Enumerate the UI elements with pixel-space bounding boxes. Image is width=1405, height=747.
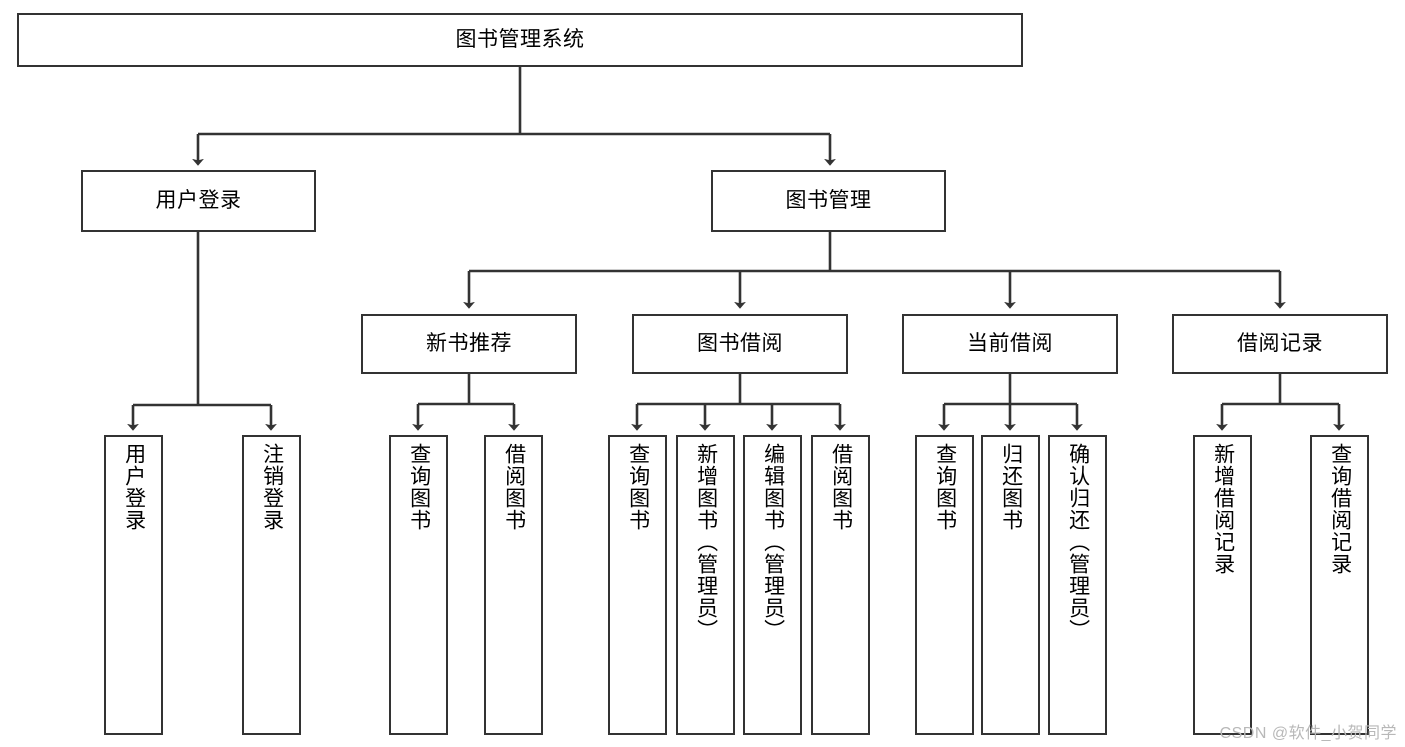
leaf-user-login-signout[interactable]: 注销登录 — [242, 435, 301, 735]
leaf-borrow-add-book-admin[interactable]: 新增图书（管理员） — [676, 435, 735, 735]
leaf-current-query-book[interactable]: 查询图书 — [915, 435, 974, 735]
leaf-new-book-borrow[interactable]: 借阅图书 — [484, 435, 543, 735]
node-user-login[interactable]: 用户登录 — [81, 170, 316, 232]
node-new-book-recommendation[interactable]: 新书推荐 — [361, 314, 577, 374]
node-label: 新书推荐 — [426, 332, 512, 356]
leaf-record-add-record[interactable]: 新增借阅记录 — [1193, 435, 1252, 735]
node-label: 图书借阅 — [697, 332, 783, 356]
node-label: 查询图书 — [933, 443, 957, 531]
leaf-current-return-book[interactable]: 归还图书 — [981, 435, 1040, 735]
node-label: 借阅图书 — [829, 443, 853, 531]
leaf-borrow-query-book[interactable]: 查询图书 — [608, 435, 667, 735]
node-book-management[interactable]: 图书管理 — [711, 170, 946, 232]
node-book-borrowing[interactable]: 图书借阅 — [632, 314, 848, 374]
node-root-library-management-system[interactable]: 图书管理系统 — [17, 13, 1023, 67]
node-label: 图书管理系统 — [455, 28, 585, 52]
node-label: 新增借阅记录 — [1211, 443, 1235, 575]
node-label: 用户登录 — [122, 443, 146, 531]
node-label: 查询图书 — [407, 443, 431, 531]
node-label: 借阅记录 — [1237, 332, 1323, 356]
leaf-current-confirm-return-admin[interactable]: 确认归还（管理员） — [1048, 435, 1107, 735]
node-label: 查询图书 — [626, 443, 650, 531]
node-label: 用户登录 — [155, 189, 242, 213]
leaf-borrow-edit-book-admin[interactable]: 编辑图书（管理员） — [743, 435, 802, 735]
node-label: 归还图书 — [999, 443, 1023, 531]
watermark-text: CSDN @软件_小贺同学 — [1219, 725, 1397, 742]
leaf-record-query-record[interactable]: 查询借阅记录 — [1310, 435, 1369, 735]
node-label: 编辑图书（管理员） — [761, 443, 785, 641]
leaf-borrow-borrow-book[interactable]: 借阅图书 — [811, 435, 870, 735]
node-label: 查询借阅记录 — [1328, 443, 1352, 575]
node-current-borrowing[interactable]: 当前借阅 — [902, 314, 1118, 374]
node-label: 图书管理 — [785, 189, 872, 213]
node-label: 确认归还（管理员） — [1066, 443, 1090, 641]
leaf-new-book-query[interactable]: 查询图书 — [389, 435, 448, 735]
node-label: 新增图书（管理员） — [694, 443, 718, 641]
node-label: 注销登录 — [260, 443, 284, 531]
node-borrowing-records[interactable]: 借阅记录 — [1172, 314, 1388, 374]
node-label: 当前借阅 — [967, 332, 1053, 356]
node-label: 借阅图书 — [502, 443, 526, 531]
leaf-user-login-signin[interactable]: 用户登录 — [104, 435, 163, 735]
